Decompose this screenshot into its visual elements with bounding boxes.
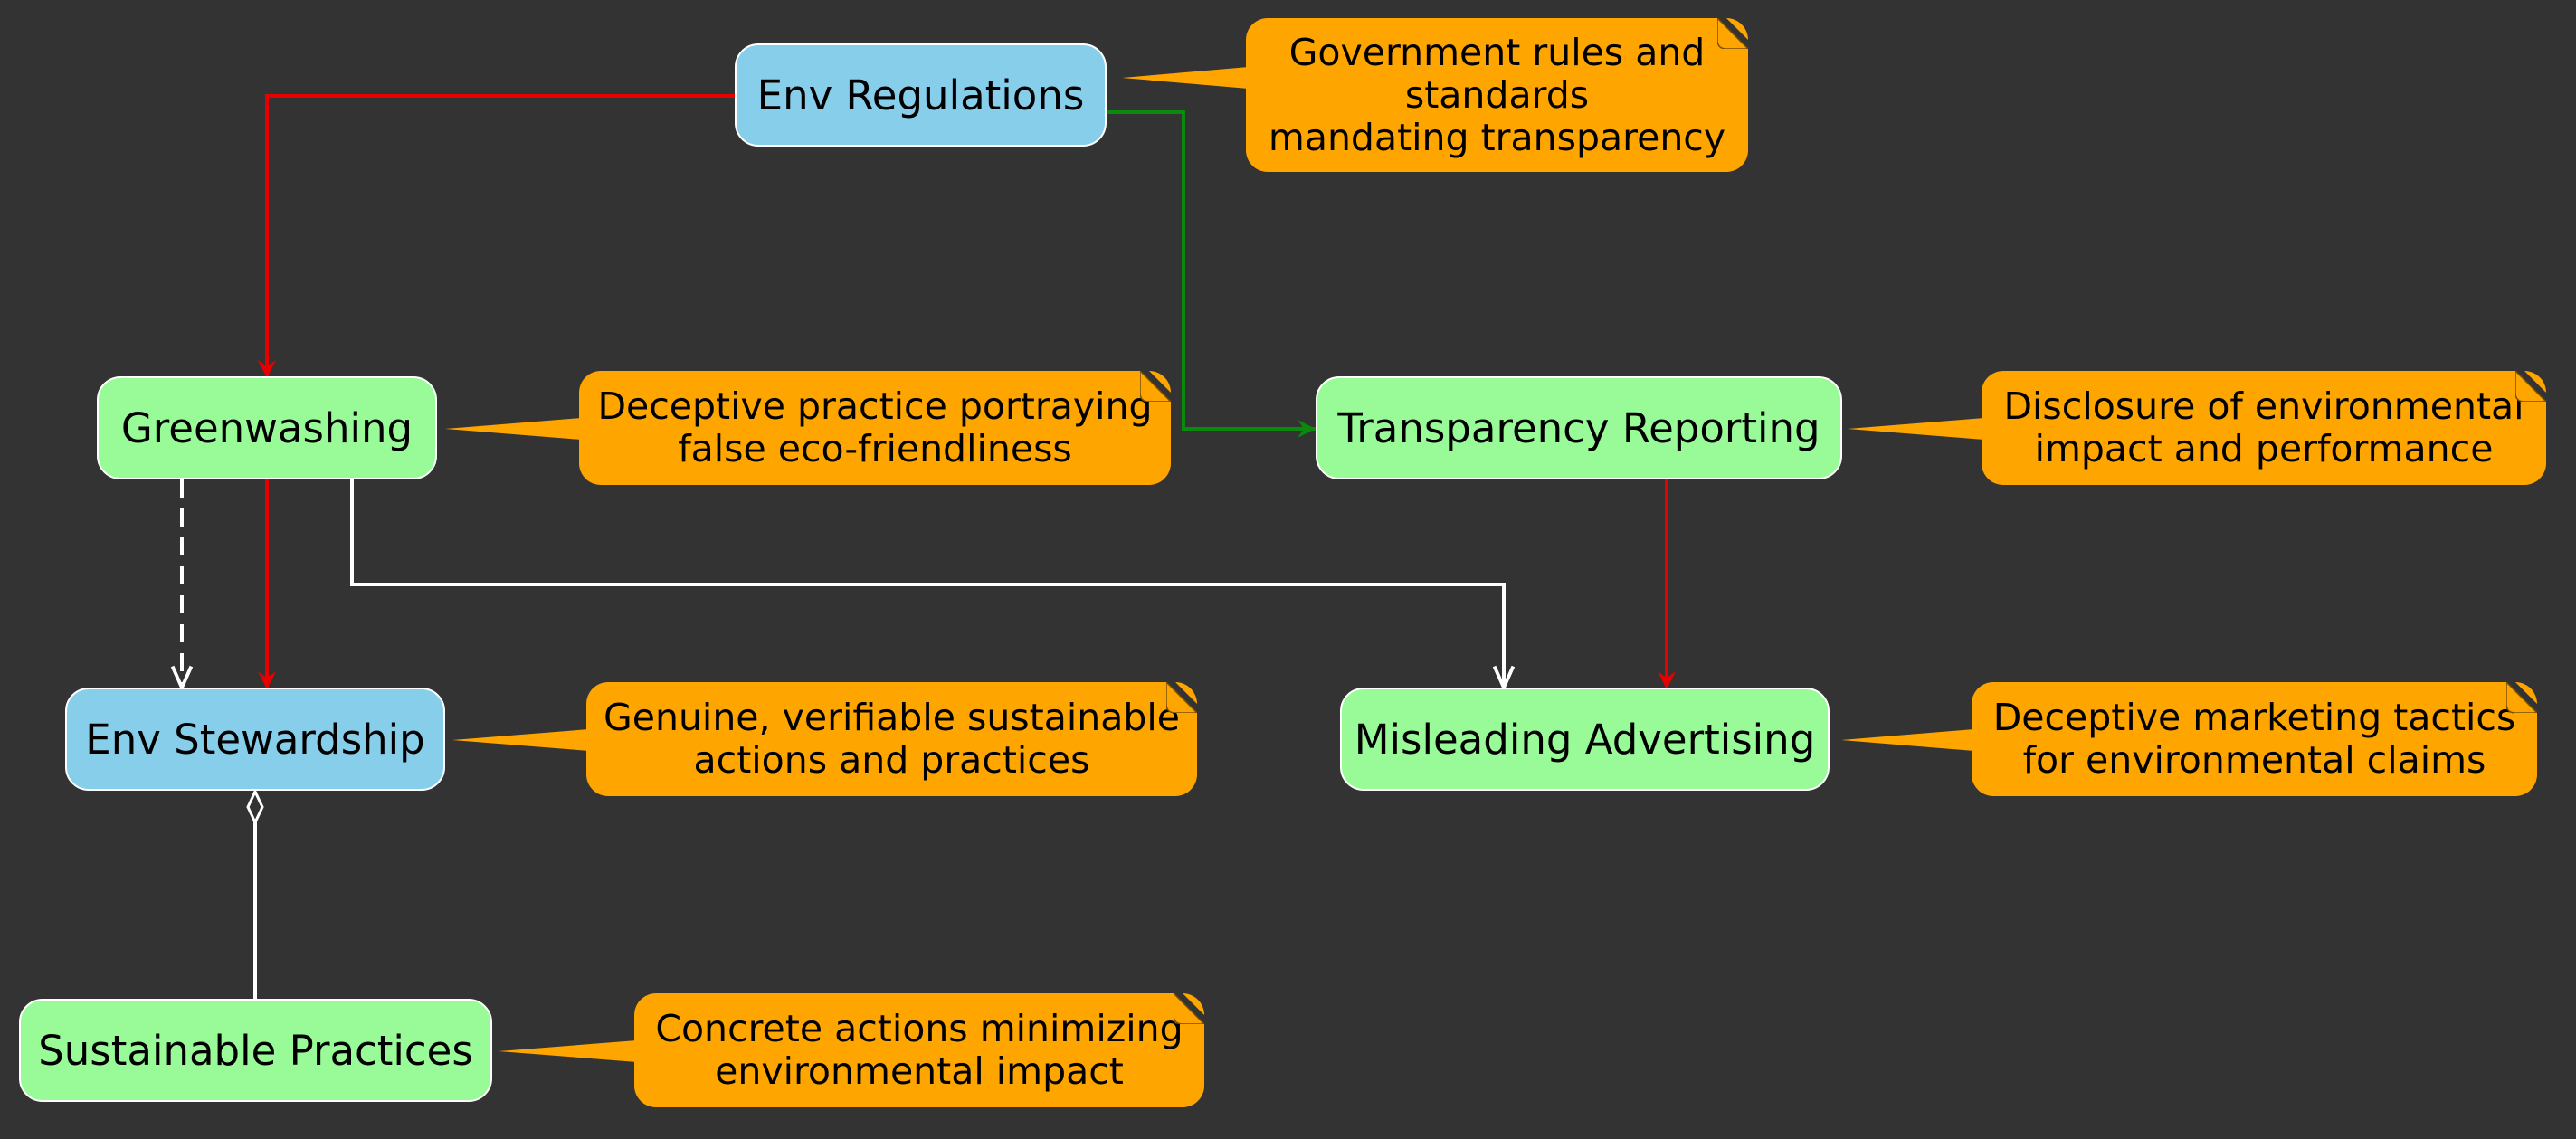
note-pointer-practices [499, 1040, 637, 1062]
note-text: Genuine, verifiable sustainable actions … [603, 696, 1181, 782]
node-transparency-reporting[interactable]: Transparency Reporting [1316, 376, 1842, 479]
note-text: Deceptive marketing tactics for environm… [1992, 696, 2516, 782]
node-greenwashing[interactable]: Greenwashing [97, 376, 437, 479]
note-text: Deceptive practice portraying false eco-… [597, 384, 1153, 470]
note-pointer-regulations [1122, 67, 1249, 89]
note-text: Government rules and standards mandating… [1268, 30, 1726, 159]
note-sustainable-practices: Concrete actions minimizing environmenta… [634, 993, 1204, 1107]
note-fold-icon [2515, 371, 2546, 402]
node-env-stewardship[interactable]: Env Stewardship [65, 688, 445, 791]
note-pointer-transparency [1848, 418, 1984, 440]
note-text: Concrete actions minimizing environmenta… [655, 1007, 1183, 1093]
note-fold-icon [1166, 682, 1197, 713]
note-pointer-stewardship [452, 729, 589, 751]
note-pointer-misleading [1841, 729, 1974, 751]
note-env-stewardship: Genuine, verifiable sustainable actions … [586, 682, 1197, 796]
edge-regulations-to-transparency [1107, 110, 1316, 438]
note-env-regulations: Government rules and standards mandating… [1246, 18, 1748, 172]
edge-greenwashing-to-misleading [350, 479, 1504, 688]
note-text: Disclosure of environmental impact and p… [2003, 384, 2524, 470]
node-misleading-advertising[interactable]: Misleading Advertising [1340, 688, 1830, 791]
note-pointer-greenwashing [445, 418, 582, 440]
note-fold-icon [1140, 371, 1171, 402]
note-fold-icon [2506, 682, 2537, 713]
note-greenwashing: Deceptive practice portraying false eco-… [579, 371, 1171, 485]
note-fold-icon [1174, 993, 1204, 1024]
node-env-regulations[interactable]: Env Regulations [735, 43, 1107, 147]
edge-regulations-to-greenwashing [258, 94, 735, 378]
note-fold-icon [1717, 18, 1748, 49]
note-transparency-reporting: Disclosure of environmental impact and p… [1982, 371, 2546, 485]
node-sustainable-practices[interactable]: Sustainable Practices [19, 999, 492, 1102]
note-misleading-advertising: Deceptive marketing tactics for environm… [1972, 682, 2537, 796]
